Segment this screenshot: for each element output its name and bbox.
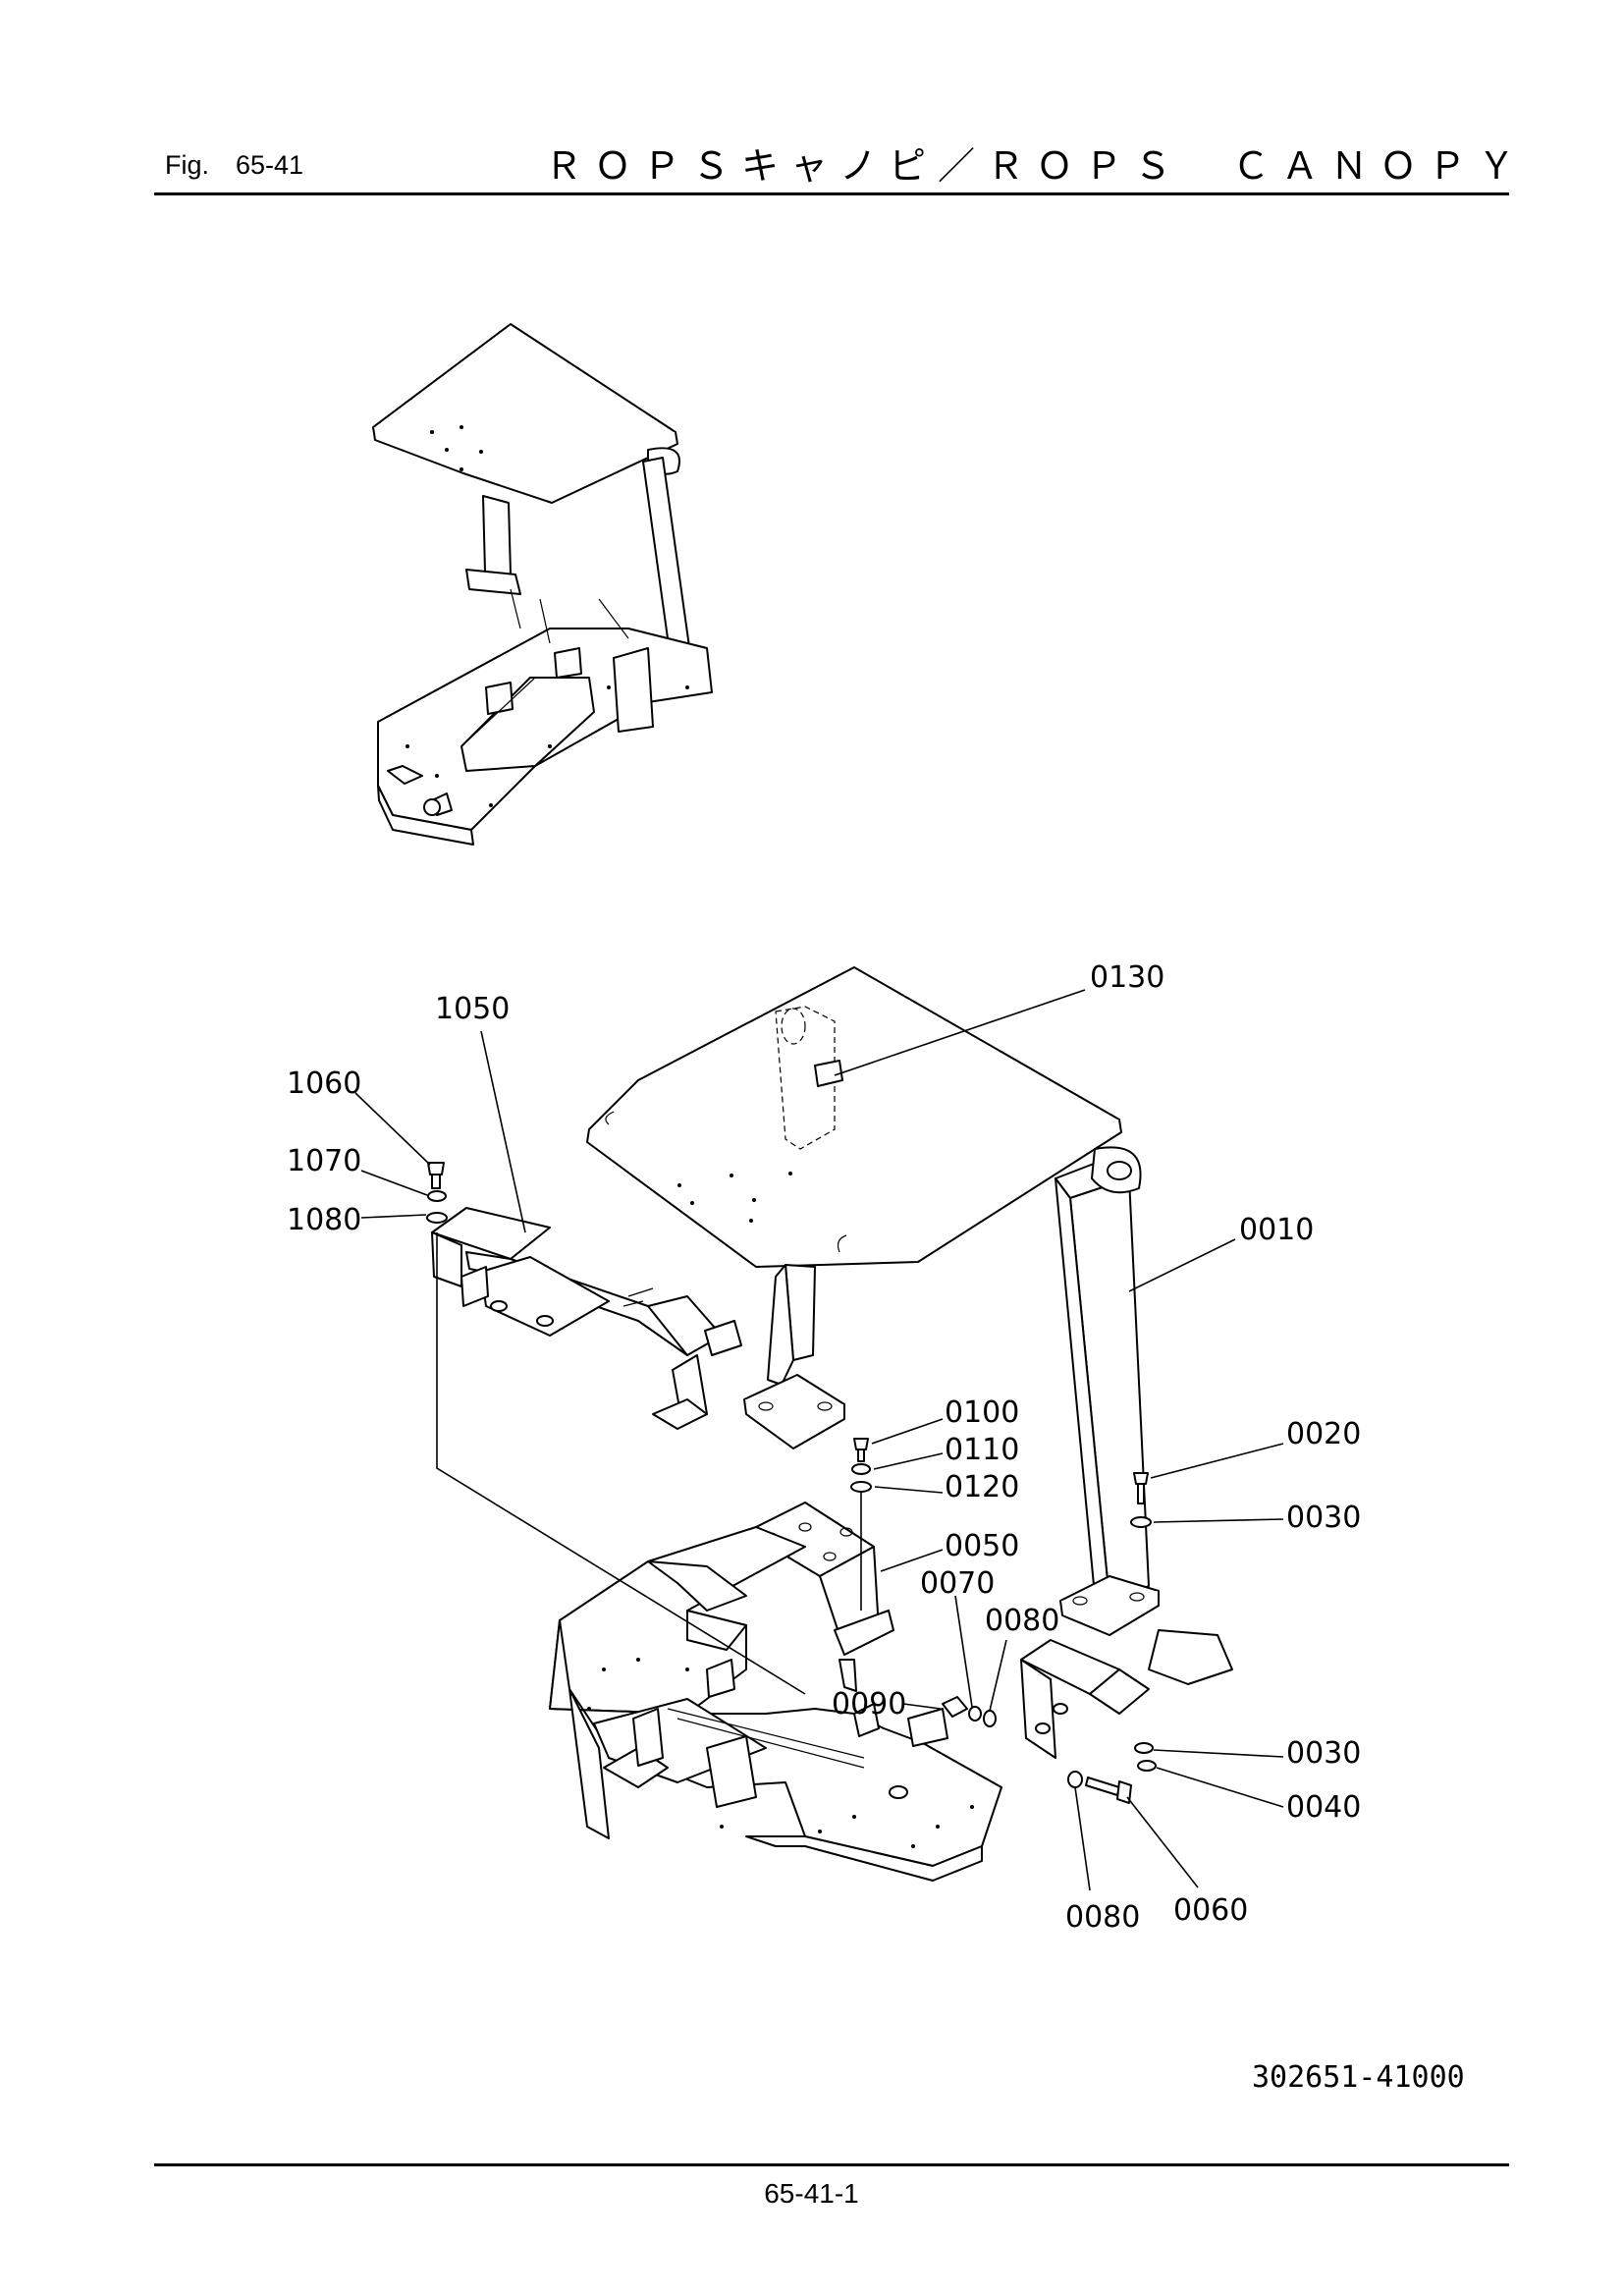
callout-1070: 1070	[287, 1144, 361, 1178]
callout-0050: 0050	[945, 1529, 1019, 1563]
callout-0060: 0060	[1173, 1893, 1248, 1928]
hardware-0060	[1067, 1771, 1132, 1804]
canopy-roof	[586, 966, 1122, 1268]
callout-0090: 0090	[832, 1687, 906, 1722]
side-bracket-right	[1020, 1629, 1233, 1759]
callout-0030-b: 0030	[1286, 1736, 1361, 1771]
callout-0010: 0010	[1239, 1213, 1314, 1247]
footer-rule	[154, 2163, 1509, 2166]
canopy-post-left	[743, 1264, 845, 1449]
fastener-stack-center	[850, 1438, 872, 1493]
page-title: ＲＯＰＳキャノピ／ＲＯＰＳ ＣＡＮＯＰＹ	[545, 144, 1528, 188]
base-frame	[549, 1526, 1002, 1882]
leader-lines	[354, 989, 1284, 1891]
overview-drawing	[372, 323, 713, 846]
rear-bracket-1050	[431, 1207, 742, 1430]
callout-0020: 0020	[1286, 1417, 1361, 1451]
hardware-0070-0090	[942, 1696, 997, 1727]
callout-0130: 0130	[1090, 960, 1164, 995]
callout-0110: 0110	[945, 1433, 1019, 1467]
callout-1050: 1050	[435, 992, 510, 1026]
fastener-stack-right	[1130, 1472, 1152, 1528]
hardware-0030-0040	[1134, 1742, 1157, 1772]
header-rule	[154, 192, 1509, 195]
drawing-number: 302651-41000	[1252, 2060, 1465, 2095]
bracket-0050	[745, 1502, 894, 1692]
callout-0100: 0100	[945, 1395, 1019, 1430]
callout-0070: 0070	[920, 1566, 995, 1601]
callout-1060: 1060	[287, 1066, 361, 1101]
fastener-stack-left	[426, 1162, 448, 1224]
page-number: 65-41-1	[764, 2178, 859, 2209]
callout-0040: 0040	[1286, 1790, 1361, 1825]
callout-0120: 0120	[945, 1470, 1019, 1504]
canopy-post-right	[1055, 1146, 1160, 1636]
callout-0080-b: 0080	[1065, 1900, 1140, 1935]
callout-labels: 0130 1050 1060 1070 1080 0010 0100 0110 …	[287, 960, 1361, 1935]
callout-1080: 1080	[287, 1203, 361, 1237]
callout-0080-a: 0080	[985, 1604, 1059, 1638]
exploded-view	[426, 966, 1233, 1882]
callout-0030-a: 0030	[1286, 1501, 1361, 1535]
figure-number: Fig. 65-41	[165, 150, 304, 180]
